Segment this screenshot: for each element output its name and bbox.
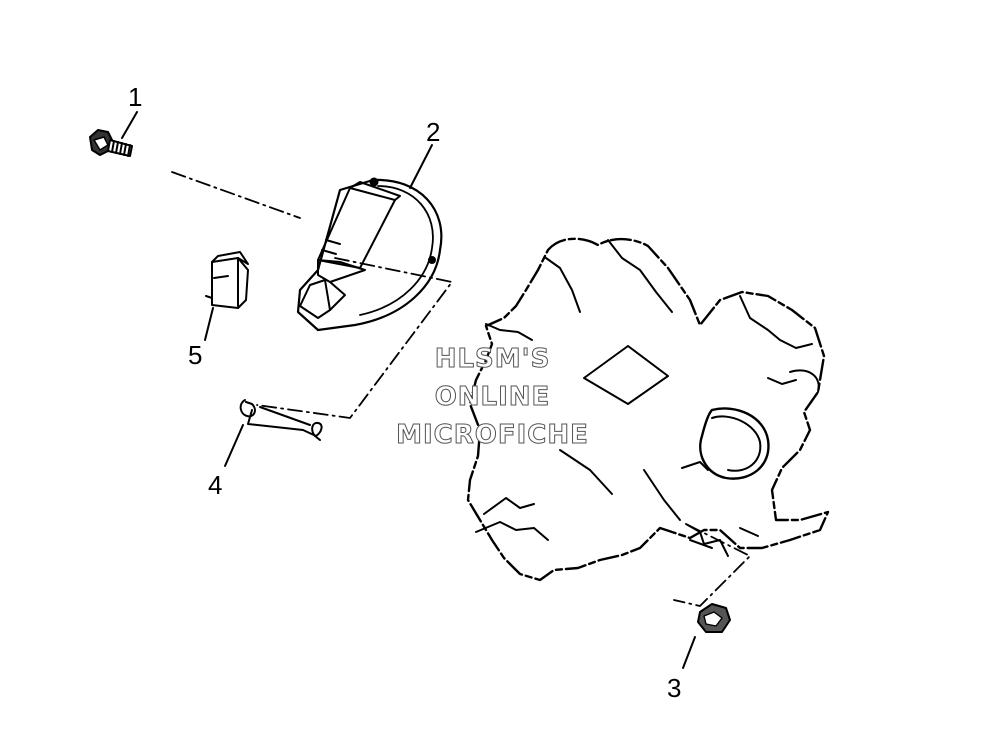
clip-part-5 — [205, 251, 249, 309]
callout-4: 4 — [208, 470, 223, 500]
watermark-line-3: MICROFICHE — [396, 420, 589, 451]
nut-part-3 — [697, 603, 731, 633]
spring-part-4 — [239, 399, 323, 441]
callout-3: 3 — [667, 673, 682, 703]
callout-1: 1 — [128, 82, 143, 112]
watermark-line-2: ONLINE — [434, 382, 551, 413]
callout-2: 2 — [426, 117, 441, 147]
engine-details — [475, 239, 820, 557]
watermark-line-1: HLSM'S — [434, 344, 551, 375]
engine-crankcase — [466, 237, 830, 582]
leader-lines — [121, 111, 696, 669]
cover-part-2 — [296, 177, 443, 332]
bolt-part-1 — [89, 129, 133, 157]
watermark: HLSM'S ONLINE MICROFICHE — [380, 340, 605, 454]
callout-5: 5 — [188, 340, 203, 370]
